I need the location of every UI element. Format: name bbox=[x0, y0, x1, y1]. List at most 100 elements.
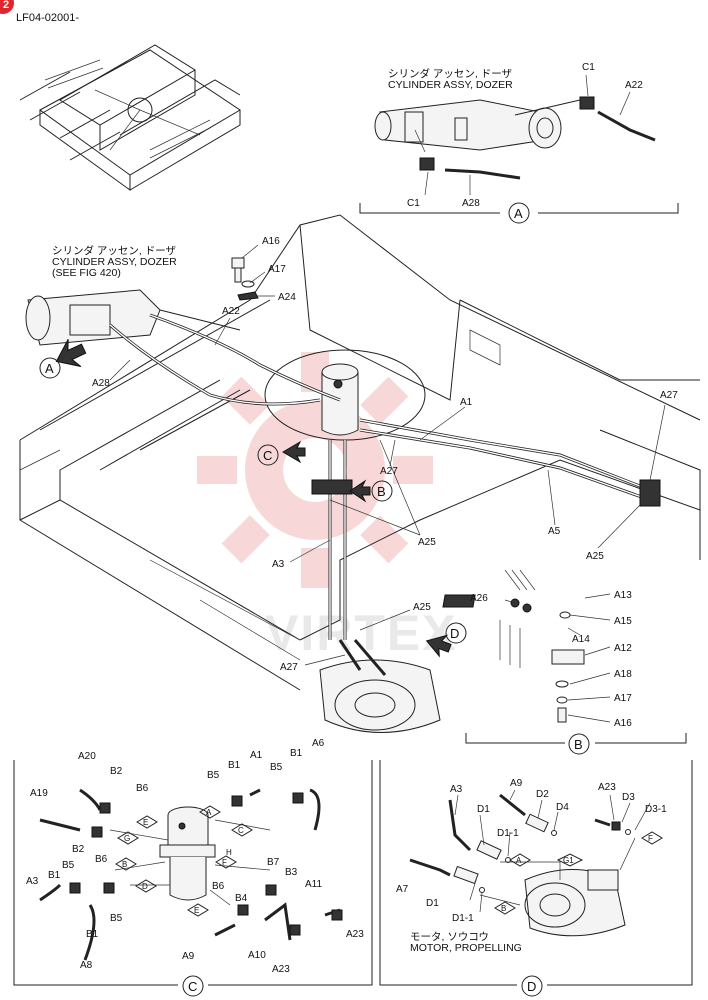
label-c-a10: A10 bbox=[248, 950, 266, 961]
label-c-a19: A19 bbox=[30, 788, 48, 799]
port-c-e: E bbox=[143, 818, 148, 827]
label-d-d1-1-b: D1-1 bbox=[452, 913, 474, 924]
main-assembly: シリンダ アッセン, ドーザ CYLINDER ASSY, DOZER (SEE… bbox=[19, 214, 701, 733]
label-c-b5-a: B5 bbox=[62, 860, 75, 871]
view-c-letter: C bbox=[188, 979, 197, 994]
label-d-a9: A9 bbox=[510, 778, 523, 789]
label-main-a28: A28 bbox=[92, 378, 110, 389]
label-main-a27-a: A27 bbox=[380, 466, 398, 477]
watermark-text: VIRTEX bbox=[265, 605, 458, 661]
main-circle-a bbox=[39, 357, 61, 379]
main-dozer-title-jp: シリンダ アッセン, ドーザ bbox=[52, 244, 177, 257]
label-a-c1-top: C1 bbox=[582, 62, 595, 73]
view-b-circle bbox=[568, 733, 590, 755]
label-d-d2: D2 bbox=[536, 789, 549, 800]
label-main-a1: A1 bbox=[460, 397, 473, 408]
label-main-a16: A16 bbox=[262, 236, 280, 247]
view-c-circle bbox=[182, 975, 204, 997]
label-d-d3-1: D3-1 bbox=[645, 804, 667, 815]
label-c-a8: A8 bbox=[80, 960, 93, 971]
label-main-a17: A17 bbox=[268, 264, 286, 275]
label-main-a25-b: A25 bbox=[586, 551, 604, 562]
label-b-a12: A12 bbox=[614, 643, 632, 654]
main-letter-d: D bbox=[450, 626, 459, 641]
label-c-a6: A6 bbox=[312, 738, 325, 749]
label-d-d1-b: D1 bbox=[426, 898, 439, 909]
main-letter-b: B bbox=[377, 484, 386, 499]
label-d-d1-a: D1 bbox=[477, 804, 490, 815]
label-d-a23: A23 bbox=[598, 782, 616, 793]
corner-badge: 2 bbox=[0, 0, 14, 14]
label-c-b1-d: B1 bbox=[290, 748, 303, 759]
label-d-a7: A7 bbox=[396, 884, 409, 895]
label-c-b1-b: B1 bbox=[86, 929, 99, 940]
label-c-b6-a: B6 bbox=[136, 783, 149, 794]
label-b-a15: A15 bbox=[614, 616, 632, 627]
label-c-b1-c: B1 bbox=[228, 760, 241, 771]
main-circle-b bbox=[371, 480, 393, 502]
port-c-f: F bbox=[222, 858, 227, 867]
label-b-a16: A16 bbox=[614, 718, 632, 729]
label-a-a28: A28 bbox=[462, 198, 480, 209]
label-c-a9: A9 bbox=[182, 951, 195, 962]
label-c-b3: B3 bbox=[285, 867, 298, 878]
view-a-title-jp: シリンダ アッセン, ドーザ bbox=[388, 67, 513, 80]
label-c-b6-b: B6 bbox=[95, 854, 108, 865]
label-c-b7: B7 bbox=[267, 857, 280, 868]
view-b-letter: B bbox=[574, 737, 583, 752]
page-code: LF04-02001- bbox=[16, 12, 79, 24]
main-letter-c: C bbox=[263, 448, 272, 463]
label-main-a3: A3 bbox=[272, 559, 285, 570]
label-c-b2-a: B2 bbox=[110, 766, 123, 777]
label-main-a22: A22 bbox=[222, 306, 240, 317]
label-c-b5-d: B5 bbox=[270, 762, 283, 773]
overview-machine bbox=[19, 44, 241, 191]
main-circle-d bbox=[445, 622, 467, 644]
view-a-circle bbox=[508, 202, 530, 224]
label-d-d3: D3 bbox=[622, 792, 635, 803]
view-d-letter: D bbox=[527, 979, 536, 994]
label-main-a5: A5 bbox=[548, 526, 561, 537]
label-c-b6-c: B6 bbox=[212, 881, 225, 892]
port-d-g1: G1 bbox=[563, 856, 574, 865]
label-c-b1-a: B1 bbox=[48, 870, 61, 881]
label-c-a20: A20 bbox=[78, 751, 96, 762]
main-dozer-title-en: CYLINDER ASSY, DOZER bbox=[52, 256, 177, 268]
label-main-a25-c: A25 bbox=[413, 602, 431, 613]
label-b-a14: A14 bbox=[572, 634, 590, 645]
label-c-b5-b: B5 bbox=[110, 913, 123, 924]
corner-badge-text: 2 bbox=[2, 0, 10, 11]
label-main-a27-c: A27 bbox=[280, 662, 298, 673]
label-main-a27-b: A27 bbox=[660, 390, 678, 401]
label-a-a22: A22 bbox=[625, 80, 643, 91]
label-c-b4: B4 bbox=[235, 893, 248, 904]
port-d-f: F bbox=[648, 834, 653, 843]
port-c-g: G bbox=[124, 834, 130, 843]
port-c-a: A bbox=[206, 808, 212, 817]
label-main-a24: A24 bbox=[278, 292, 296, 303]
port-c-h: H bbox=[226, 848, 232, 857]
view-d-circle bbox=[521, 975, 543, 997]
label-d-a3: A3 bbox=[450, 784, 463, 795]
view-c-detail: A C E G B D F H E A20 B2 B6 A19 B2 B6 B5… bbox=[13, 738, 373, 997]
label-b-a13: A13 bbox=[614, 590, 632, 601]
view-a-letter: A bbox=[514, 206, 523, 221]
port-c-c: C bbox=[238, 826, 244, 835]
label-c-a1: A1 bbox=[250, 750, 263, 761]
view-b-detail: A26 A13 A15 A14 A12 A18 A17 A16 B bbox=[442, 569, 687, 755]
label-c-b5-c: B5 bbox=[207, 770, 220, 781]
port-d-b: B bbox=[501, 904, 506, 913]
view-a-title-en: CYLINDER ASSY, DOZER bbox=[388, 79, 513, 91]
port-d-a: A bbox=[516, 856, 522, 865]
port-c-b: B bbox=[122, 860, 127, 869]
main-letter-a: A bbox=[45, 361, 54, 376]
label-c-a11: A11 bbox=[305, 879, 322, 890]
view-d-detail: A G1 B F A3 A9 D1 D2 D4 A23 D3 D3-1 D1-1… bbox=[379, 760, 693, 997]
main-circle-c bbox=[257, 444, 279, 466]
label-b-a26: A26 bbox=[470, 593, 488, 604]
view-c-ports: A C E G B D F H E bbox=[115, 805, 253, 917]
label-c-b2-b: B2 bbox=[72, 844, 85, 855]
view-d-motor-en: MOTOR, PROPELLING bbox=[410, 942, 522, 954]
label-c-a23-a: A23 bbox=[346, 929, 364, 940]
